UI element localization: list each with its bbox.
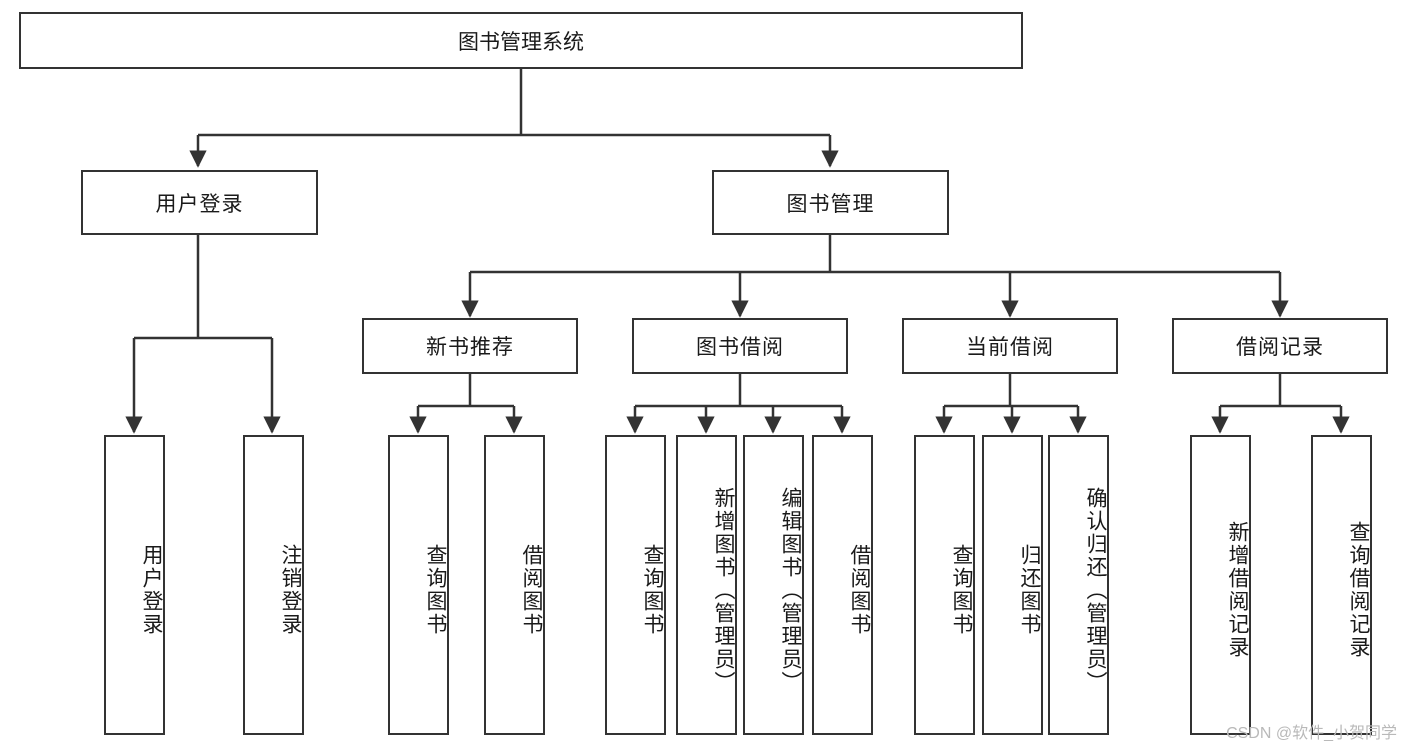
node-book-borrow-label: 图书借阅 [696, 336, 784, 359]
node-leaf-borrow-borrow-book-label: 借阅图书 [848, 544, 871, 636]
node-leaf-current-confirm-return-label: 确认归还（管理员） [1084, 486, 1107, 694]
node-book-management-label: 图书管理 [786, 192, 875, 216]
node-borrow-record-label: 借阅记录 [1236, 336, 1324, 359]
node-leaf-borrow-add-book-label: 新增图书（管理员） [712, 486, 735, 694]
node-leaf-user-login-signout[interactable]: 注销登录 [243, 435, 304, 735]
node-leaf-record-add-label: 新增借阅记录 [1226, 521, 1249, 659]
node-borrow-record[interactable]: 借阅记录 [1172, 318, 1388, 374]
node-book-borrow[interactable]: 图书借阅 [632, 318, 848, 374]
node-leaf-borrow-query-book[interactable]: 查询图书 [605, 435, 666, 735]
node-leaf-borrow-edit-book-label: 编辑图书（管理员） [779, 486, 802, 694]
node-leaf-record-add[interactable]: 新增借阅记录 [1190, 435, 1251, 735]
node-root-system[interactable]: 图书管理系统 [19, 12, 1023, 69]
node-current-borrow-label: 当前借阅 [966, 336, 1054, 359]
node-leaf-record-query[interactable]: 查询借阅记录 [1311, 435, 1372, 735]
node-leaf-current-return-book[interactable]: 归还图书 [982, 435, 1043, 735]
node-user-login-label: 用户登录 [155, 192, 244, 216]
node-user-login[interactable]: 用户登录 [81, 170, 318, 235]
node-new-book-recommend[interactable]: 新书推荐 [362, 318, 578, 374]
node-root-system-label: 图书管理系统 [458, 30, 584, 54]
watermark: CSDN @软件_小贺同学 [1226, 725, 1397, 742]
node-current-borrow[interactable]: 当前借阅 [902, 318, 1118, 374]
node-leaf-borrow-edit-book[interactable]: 编辑图书（管理员） [743, 435, 804, 735]
node-leaf-current-return-book-label: 归还图书 [1018, 544, 1041, 636]
node-leaf-borrow-borrow-book[interactable]: 借阅图书 [812, 435, 873, 735]
node-leaf-current-query-book-label: 查询图书 [950, 544, 973, 636]
node-leaf-borrow-add-book[interactable]: 新增图书（管理员） [676, 435, 737, 735]
node-leaf-current-query-book[interactable]: 查询图书 [914, 435, 975, 735]
node-leaf-borrow-query-book-label: 查询图书 [641, 544, 664, 636]
node-leaf-current-confirm-return[interactable]: 确认归还（管理员） [1048, 435, 1109, 735]
node-new-book-recommend-label: 新书推荐 [426, 336, 514, 359]
node-leaf-new-book-query-label: 查询图书 [424, 544, 447, 636]
node-leaf-user-login-signout-label: 注销登录 [279, 544, 302, 636]
node-leaf-new-book-query[interactable]: 查询图书 [388, 435, 449, 735]
node-leaf-user-login-signin[interactable]: 用户登录 [104, 435, 165, 735]
node-leaf-new-book-borrow[interactable]: 借阅图书 [484, 435, 545, 735]
node-book-management[interactable]: 图书管理 [712, 170, 949, 235]
node-leaf-record-query-label: 查询借阅记录 [1347, 521, 1370, 659]
node-leaf-new-book-borrow-label: 借阅图书 [520, 544, 543, 636]
node-leaf-user-login-signin-label: 用户登录 [140, 544, 163, 636]
